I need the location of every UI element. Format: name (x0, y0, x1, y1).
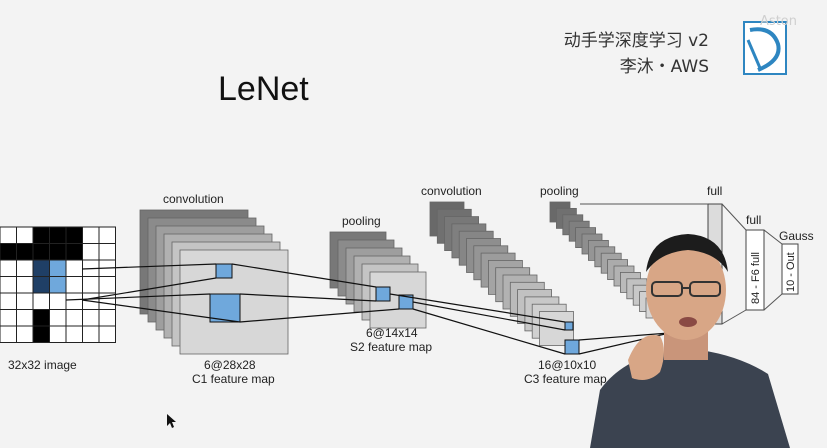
s2-op-label: pooling (342, 214, 381, 228)
input-grid-cell (98, 276, 116, 294)
input-grid-cell (65, 309, 83, 327)
c1-name-label: C1 feature map (192, 372, 275, 386)
gauss-op-label: Gauss (779, 229, 814, 243)
input-grid-cell (0, 276, 17, 294)
projection-line (81, 299, 241, 323)
presenter-video-overlay (590, 234, 790, 448)
mouse-cursor-icon (167, 414, 176, 428)
input-grid-cell (0, 292, 17, 310)
course-title: 动手学深度学习 v2 (563, 31, 709, 51)
input-grid-cell (98, 309, 116, 327)
input-grid-cell (65, 325, 83, 343)
input-grid-cell (65, 243, 83, 261)
full2-op-label: full (746, 213, 762, 227)
input-grid-cell (98, 226, 116, 244)
input-grid-cell (49, 226, 67, 244)
f6-label: 84 - F6 full (750, 252, 762, 304)
c1-dims-label: 6@28x28 (204, 358, 256, 372)
projection-line (412, 301, 566, 331)
c3-op-label: convolution (421, 184, 482, 198)
s2-name-label: S2 feature map (350, 340, 433, 354)
input-grid-cell (16, 292, 34, 310)
input-grid-cell (32, 226, 50, 244)
input-grid-cell (49, 309, 67, 327)
input-grid-cell (32, 243, 50, 261)
input-grid-cell (32, 276, 50, 294)
watermark-text: Aston (760, 14, 797, 29)
input-label: 32x32 image (8, 358, 77, 372)
c3-name-label: C3 feature map (524, 372, 607, 386)
output-layer: 10 - Out (781, 243, 799, 295)
input-grid-cell (49, 276, 67, 294)
input-grid-cell (0, 309, 17, 327)
input-grid-cell (82, 226, 100, 244)
full-layer-f6: 84 - F6 full (745, 229, 765, 311)
slide-title: LeNet (218, 70, 309, 108)
input-grid-cell (49, 292, 67, 310)
input-grid-cell (65, 226, 83, 244)
full-connections (580, 203, 783, 325)
input-image-grid (0, 226, 116, 343)
out-label: 10 - Out (785, 252, 797, 292)
input-grid-cell (16, 276, 34, 294)
input-grid-cell (82, 276, 100, 294)
projection-line (65, 293, 211, 301)
input-grid-cell (32, 259, 50, 277)
input-grid-cell (82, 309, 100, 327)
s4-op-label: pooling (540, 184, 579, 198)
input-grid-cell (32, 309, 50, 327)
input-grid-cell (0, 243, 17, 261)
input-grid-cell (82, 325, 100, 343)
s2-dims-label: 6@14x14 (366, 326, 418, 340)
full1-op-label: full (707, 184, 723, 198)
input-grid-cell (82, 243, 100, 261)
input-grid-cell (49, 259, 67, 277)
receptive-field-highlight (564, 339, 580, 355)
input-grid-cell (16, 243, 34, 261)
receptive-field-highlight (215, 263, 233, 279)
projection-line (81, 277, 217, 301)
input-grid-cell (16, 226, 34, 244)
input-grid-cell (0, 325, 17, 343)
c1-feature-map-stack (139, 209, 289, 355)
projection-line (231, 263, 377, 288)
d2l-logo-icon (743, 21, 787, 75)
input-grid-cell (32, 292, 50, 310)
input-grid-cell (98, 325, 116, 343)
projection-line (412, 308, 566, 355)
author-line: 李沐・AWS (619, 57, 709, 77)
input-grid-cell (98, 243, 116, 261)
input-grid-cell (0, 226, 17, 244)
receptive-field-highlight (209, 293, 241, 323)
c3-feature-map-stack (429, 201, 580, 355)
input-grid-cell (16, 309, 34, 327)
input-grid-cell (49, 325, 67, 343)
input-grid-cell (32, 325, 50, 343)
input-grid-cell (16, 259, 34, 277)
input-grid-cell (65, 292, 83, 310)
receptive-field-highlight (564, 321, 574, 331)
c1-op-label: convolution (163, 192, 224, 206)
input-grid-cell (16, 325, 34, 343)
receptive-field-highlight (375, 286, 391, 302)
input-grid-cell (49, 243, 67, 261)
c3-dims-label: 16@10x10 (538, 358, 597, 372)
input-grid-cell (65, 276, 83, 294)
projection-line (239, 308, 400, 323)
input-grid-cell (65, 259, 83, 277)
input-grid-cell (0, 259, 17, 277)
receptive-field-lines (65, 263, 709, 355)
projection-line (81, 263, 217, 270)
projection-line (389, 293, 566, 323)
projection-line (239, 293, 377, 302)
